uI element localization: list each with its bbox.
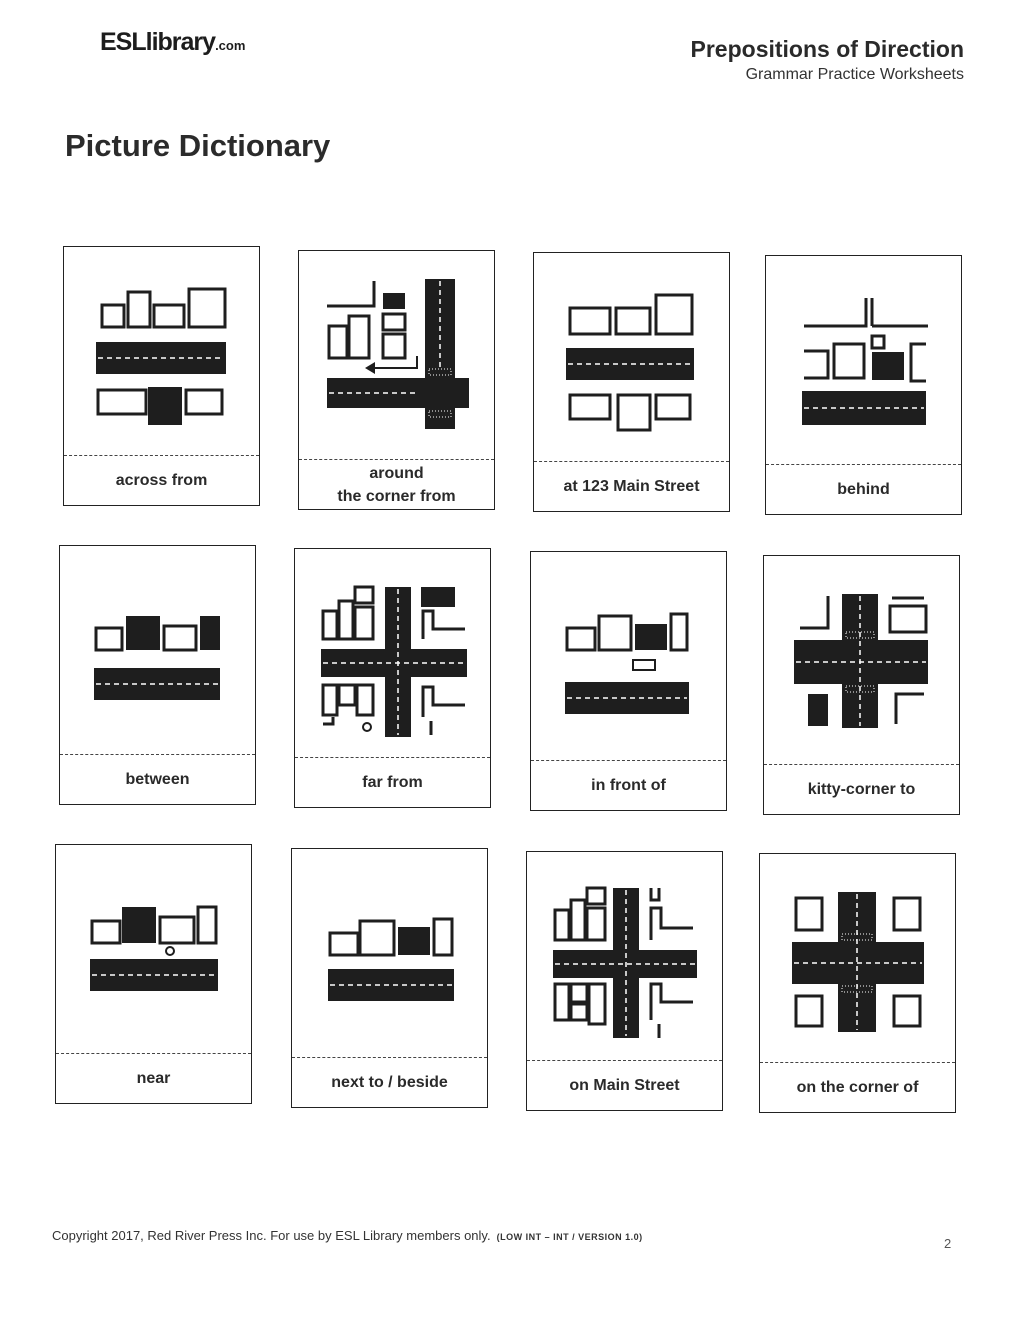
card-near: near (55, 844, 252, 1104)
logo-suffix: .com (215, 38, 246, 53)
card-label: in front of (531, 760, 726, 810)
card-label: kitty-corner to (764, 764, 959, 814)
card-label: near (56, 1053, 251, 1103)
across-from-illustration-icon (96, 287, 227, 425)
card-across-from: across from (63, 246, 260, 506)
card-between: between (59, 545, 256, 805)
on-the-corner-illustration-icon (792, 892, 924, 1032)
at-address-illustration-icon (566, 293, 694, 432)
card-label: behind (766, 464, 961, 514)
card-on-the-corner: on the corner of (759, 853, 956, 1113)
worksheet-subtitle: Grammar Practice Worksheets (745, 66, 964, 83)
page-number: 2 (944, 1236, 952, 1251)
card-on-street: on Main Street (526, 851, 723, 1111)
next-to-illustration-icon (328, 917, 454, 1001)
card-label: on Main Street (527, 1060, 722, 1110)
card-label: on the corner of (760, 1062, 955, 1112)
far-from-illustration-icon (321, 585, 467, 737)
card-behind: behind (765, 255, 962, 515)
card-label: far from (295, 757, 490, 807)
copyright-text: Copyright 2017, Red River Press Inc. For… (52, 1228, 491, 1243)
worksheet-title: Prepositions of Direction (690, 36, 964, 62)
copyright-footer: Copyright 2017, Red River Press Inc. For… (52, 1228, 643, 1243)
card-label: next to / beside (292, 1057, 487, 1107)
card-kitty-corner: kitty-corner to (763, 555, 960, 815)
card-label: at 123 Main Street (534, 461, 729, 511)
page-title: Picture Dictionary (65, 128, 331, 163)
card-in-front-of: in front of (530, 551, 727, 811)
esl-library-logo: ESLlibrary.com (100, 28, 245, 57)
card-next-to: next to / beside (291, 848, 488, 1108)
between-illustration-icon (94, 616, 220, 700)
logo-text: ESLlibrary (100, 28, 216, 56)
card-label: between (60, 754, 255, 804)
on-street-illustration-icon (553, 886, 697, 1038)
card-label: across from (64, 455, 259, 505)
behind-illustration-icon (802, 298, 928, 425)
around-the-corner-illustration-icon (327, 279, 469, 429)
card-at-address: at 123 Main Street (533, 252, 730, 512)
card-far-from: far from (294, 548, 491, 808)
kitty-corner-illustration-icon (794, 594, 928, 728)
near-illustration-icon (90, 905, 218, 991)
version-meta: (LOW INT – INT / VERSION 1.0) (496, 1232, 643, 1242)
in-front-of-illustration-icon (565, 612, 689, 714)
